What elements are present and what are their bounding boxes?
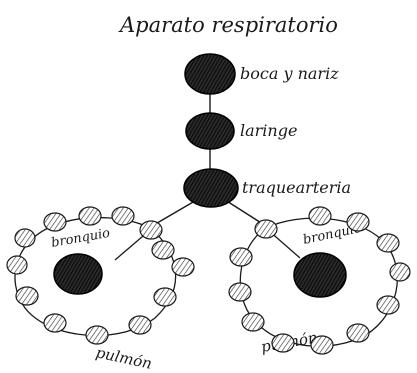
alveolus: [390, 263, 410, 281]
node-laringe-shape: [186, 113, 234, 149]
alveolus: [272, 334, 294, 352]
node-traquea-label: traquearteria: [242, 178, 351, 197]
alveolus: [230, 248, 252, 266]
alveolus: [112, 207, 134, 225]
alveolus: [242, 313, 264, 331]
alveolus: [86, 326, 108, 344]
node-traquea-shape: [184, 169, 238, 207]
alveolus: [44, 213, 66, 231]
node-boca-label: boca y nariz: [240, 64, 339, 83]
bronchus-right: [294, 253, 346, 297]
alveolus: [7, 256, 27, 274]
alveolus: [309, 207, 331, 225]
alveolus: [347, 213, 369, 231]
node-laringe: laringe: [186, 113, 297, 149]
alveolus: [377, 296, 399, 314]
lung-right: bronquio pulmón: [229, 207, 410, 356]
alveolus: [255, 220, 277, 238]
alveolus: [154, 288, 176, 306]
alveolus: [172, 258, 194, 276]
lung-left-label: pulmón: [94, 343, 153, 372]
alveolus: [15, 229, 35, 247]
alveolus: [311, 336, 333, 354]
alveolus: [347, 324, 369, 342]
alveolus: [44, 314, 66, 332]
lung-left: bronquio pulmón: [7, 207, 194, 373]
alveolus: [229, 283, 251, 301]
node-boca-y-nariz: boca y nariz: [185, 54, 339, 94]
node-traquearteria: traquearteria: [184, 169, 351, 207]
alveolus: [79, 207, 101, 225]
alveolus: [16, 287, 38, 305]
node-boca-shape: [185, 54, 235, 94]
diagram-title: Aparato respiratorio: [118, 13, 338, 37]
alveolus: [129, 316, 151, 334]
alveolus: [140, 221, 162, 239]
alveolus: [152, 241, 174, 259]
alveolus: [377, 234, 399, 252]
node-laringe-label: laringe: [240, 121, 297, 140]
bronchus-left: [54, 254, 102, 294]
